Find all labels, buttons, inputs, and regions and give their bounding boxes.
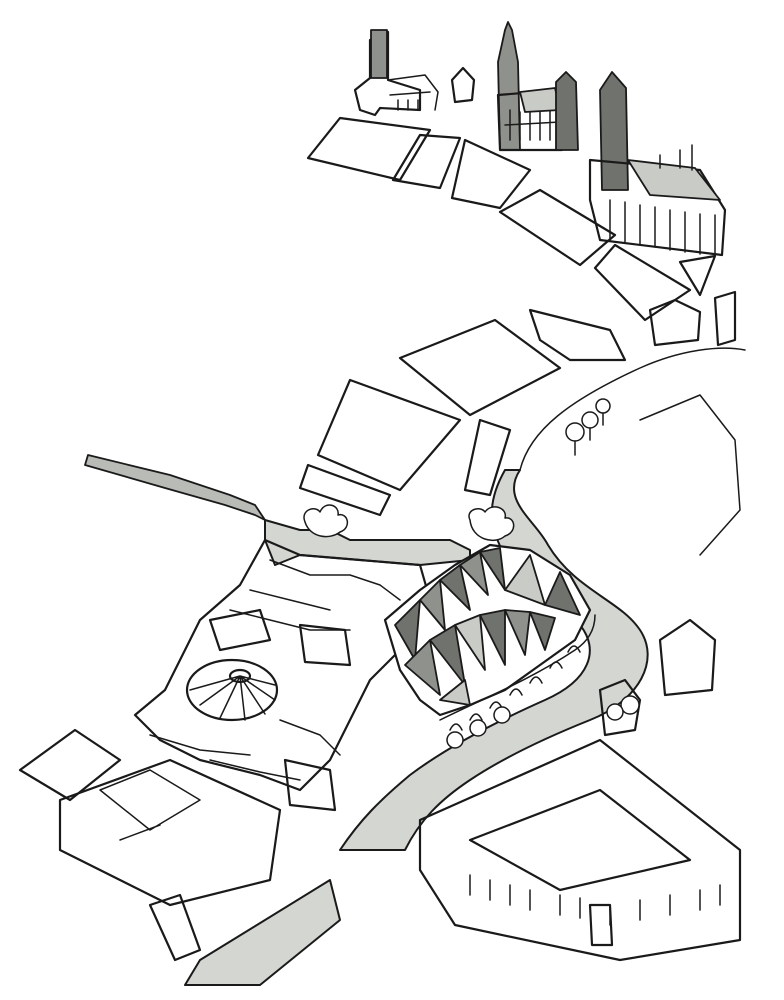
faceted-roof-icon — [419, 579, 446, 631]
church-left-tower — [370, 29, 388, 79]
block-u3 — [450, 138, 532, 210]
central-district — [133, 538, 432, 812]
rooftops-a — [229, 559, 401, 631]
faceted-roof-icon — [394, 599, 421, 661]
tree-icon — [606, 703, 624, 721]
arcade-arches — [449, 645, 581, 731]
house-r2 — [598, 678, 642, 737]
courtyard-outer — [418, 738, 742, 962]
upper-blocks — [306, 116, 737, 347]
arcade-facade — [439, 614, 596, 749]
cathedral-tower-a — [555, 71, 579, 151]
building-l2-roof — [99, 769, 201, 841]
spire-tower — [497, 21, 521, 151]
lower-road — [184, 879, 341, 986]
tree-icon — [469, 719, 487, 737]
block-u7 — [713, 290, 737, 347]
cathedral-cluster — [353, 21, 727, 257]
block-u2 — [391, 133, 462, 190]
courtyard-inner — [468, 788, 692, 892]
tree-icon — [303, 504, 349, 538]
right-houses — [598, 618, 717, 737]
faceted-roof-icon — [459, 551, 489, 596]
tree-icon — [581, 411, 599, 429]
faceted-roof-icon — [404, 639, 441, 696]
cathedral-buttresses — [609, 199, 716, 256]
harbour-wall — [84, 454, 266, 521]
house-u8 — [648, 298, 702, 347]
tree-trunks — [574, 412, 604, 456]
faceted-roof-structure — [383, 543, 592, 717]
tree-icon — [468, 506, 515, 541]
tree-icon — [565, 422, 585, 442]
block-m3 — [463, 418, 512, 497]
faceted-roof-icon — [479, 547, 506, 591]
building-l2 — [58, 758, 282, 907]
tree-icon — [620, 695, 640, 715]
right-block-edge — [639, 394, 741, 556]
block-u6 — [678, 254, 717, 297]
tree-icon — [446, 731, 464, 749]
faceted-roof-icon — [439, 679, 471, 706]
faceted-roof-icon — [479, 609, 506, 666]
side-street — [264, 519, 471, 566]
building-c3 — [283, 758, 337, 812]
faceted-roof-icon — [544, 571, 581, 616]
church-left-nave — [387, 74, 439, 111]
faceted-roof-icon — [529, 611, 556, 651]
cathedral-pinnacles — [659, 144, 693, 171]
courtyard-gate — [588, 903, 614, 947]
church-left — [353, 30, 422, 117]
tree-icon — [595, 398, 611, 414]
rotunda-ribs — [189, 675, 276, 721]
cathedral-tower-b — [599, 71, 629, 191]
lower-right-block — [418, 738, 742, 962]
rotunda-outline — [185, 658, 279, 722]
church-center-windows — [504, 109, 561, 141]
faceted-roof-icon — [454, 614, 486, 671]
cathedral-roof — [627, 159, 721, 201]
building-l1 — [18, 728, 122, 802]
tree-row-upper — [565, 398, 611, 456]
rotunda — [185, 658, 279, 722]
small-house-top — [450, 66, 476, 104]
building-c1 — [208, 608, 272, 652]
block-m4 — [298, 463, 392, 517]
building-c2 — [298, 623, 352, 667]
cathedral-nave — [588, 158, 727, 257]
arcade-line — [439, 614, 596, 721]
middle-blocks — [298, 308, 746, 556]
district-outline — [133, 538, 432, 792]
faceted-roof-icon — [504, 554, 546, 606]
faceted-roof-icon — [439, 564, 471, 611]
block-u5 — [593, 243, 692, 322]
faceted-roof-icon — [429, 624, 466, 686]
building-l3 — [148, 893, 202, 962]
block-m2 — [316, 378, 462, 492]
block-u4 — [498, 188, 617, 267]
faceted-roof-icon — [504, 609, 531, 656]
block-u1 — [306, 116, 432, 182]
house-r1 — [658, 618, 717, 697]
church-center-roof — [519, 87, 561, 113]
tree-clusters — [303, 504, 515, 541]
curved-street-edge — [519, 347, 746, 471]
tree-icon — [493, 706, 511, 724]
lower-left-buildings — [18, 728, 282, 962]
block-m5 — [528, 308, 627, 362]
block-m1 — [398, 318, 562, 417]
